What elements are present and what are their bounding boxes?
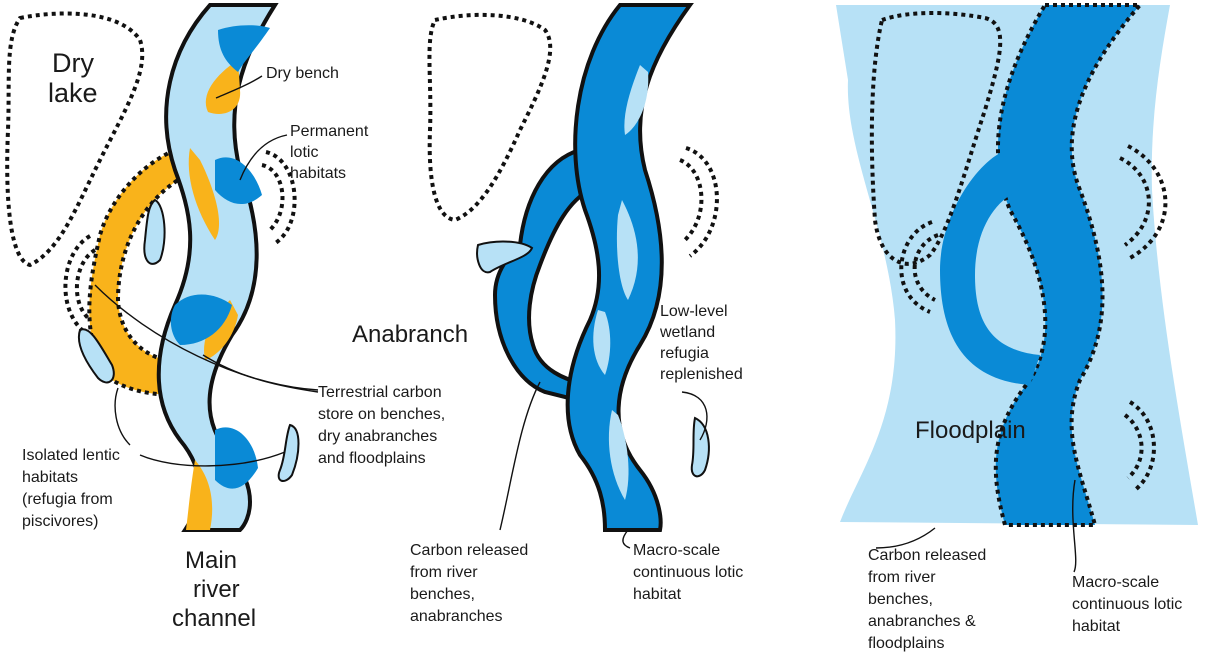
isolated-lentic-label-4: piscivores): [22, 513, 98, 530]
floodplain-leader-left: [876, 528, 935, 548]
isolated-lentic-label-1: Isolated lentic: [22, 447, 120, 464]
main-river-label-1: Main: [185, 547, 237, 574]
p3-carbon-label-4: anabranches &: [868, 613, 976, 630]
panel-floodplain: [836, 5, 1198, 572]
anabranch-label: Anabranch: [352, 321, 468, 348]
permanent-lotic-label-2: lotic: [290, 144, 318, 161]
permanent-lotic-label-1: Permanent: [290, 123, 369, 140]
leader-isolated-2: [115, 388, 130, 445]
dry-lake-label-1: Dry: [52, 48, 94, 78]
p3-carbon-label-1: Carbon released: [868, 547, 986, 564]
main-river-label-2: river: [193, 576, 240, 603]
isolated-lentic-label-2: habitats: [22, 469, 78, 486]
p2-leader-carbon: [500, 382, 540, 530]
low-level-label-4: replenished: [660, 366, 743, 383]
p3-macro-label-2: continuous lotic: [1072, 596, 1182, 613]
p2-dry-lake-outline: [429, 15, 550, 220]
terrestrial-label-2: store on benches,: [318, 406, 445, 423]
terrestrial-label-4: and floodplains: [318, 450, 426, 467]
p2-macro-label-2: continuous lotic: [633, 564, 743, 581]
p2-side-dots-1: [680, 160, 701, 240]
isolated-lentic-label-3: (refugia from: [22, 491, 113, 508]
p2-leader-macro: [623, 530, 630, 548]
deep-pool-4: [215, 427, 258, 488]
low-level-label-1: Low-level: [660, 303, 728, 320]
p2-carbon-label-4: anabranches: [410, 608, 503, 625]
low-level-label-3: refugia: [660, 345, 709, 362]
side-dots-1: [262, 165, 282, 230]
main-river-label-3: channel: [172, 605, 256, 632]
p2-carbon-label-1: Carbon released: [410, 542, 528, 559]
p2-macro-label-3: habitat: [633, 586, 682, 603]
p2-macro-label-1: Macro-scale: [633, 542, 720, 559]
low-level-label-2: wetland: [659, 324, 715, 341]
p2-carbon-label-2: from river: [410, 564, 478, 581]
p3-macro-label-3: habitat: [1072, 618, 1121, 635]
terrestrial-label-1: Terrestrial carbon: [318, 384, 442, 401]
p3-carbon-label-2: from river: [868, 569, 936, 586]
p2-carbon-label-3: benches,: [410, 586, 475, 603]
p3-carbon-label-3: benches,: [868, 591, 933, 608]
p3-macro-label-1: Macro-scale: [1072, 574, 1159, 591]
permanent-lotic-label-3: habitats: [290, 165, 346, 182]
panel-anabranch: [429, 5, 716, 548]
p3-carbon-label-5: floodplains: [868, 635, 945, 652]
terrestrial-label-3: dry anabranches: [318, 428, 437, 445]
dry-lake-label-2: lake: [48, 78, 98, 108]
floodplain-label: Floodplain: [915, 417, 1026, 444]
dry-bench-label: Dry bench: [266, 65, 339, 82]
